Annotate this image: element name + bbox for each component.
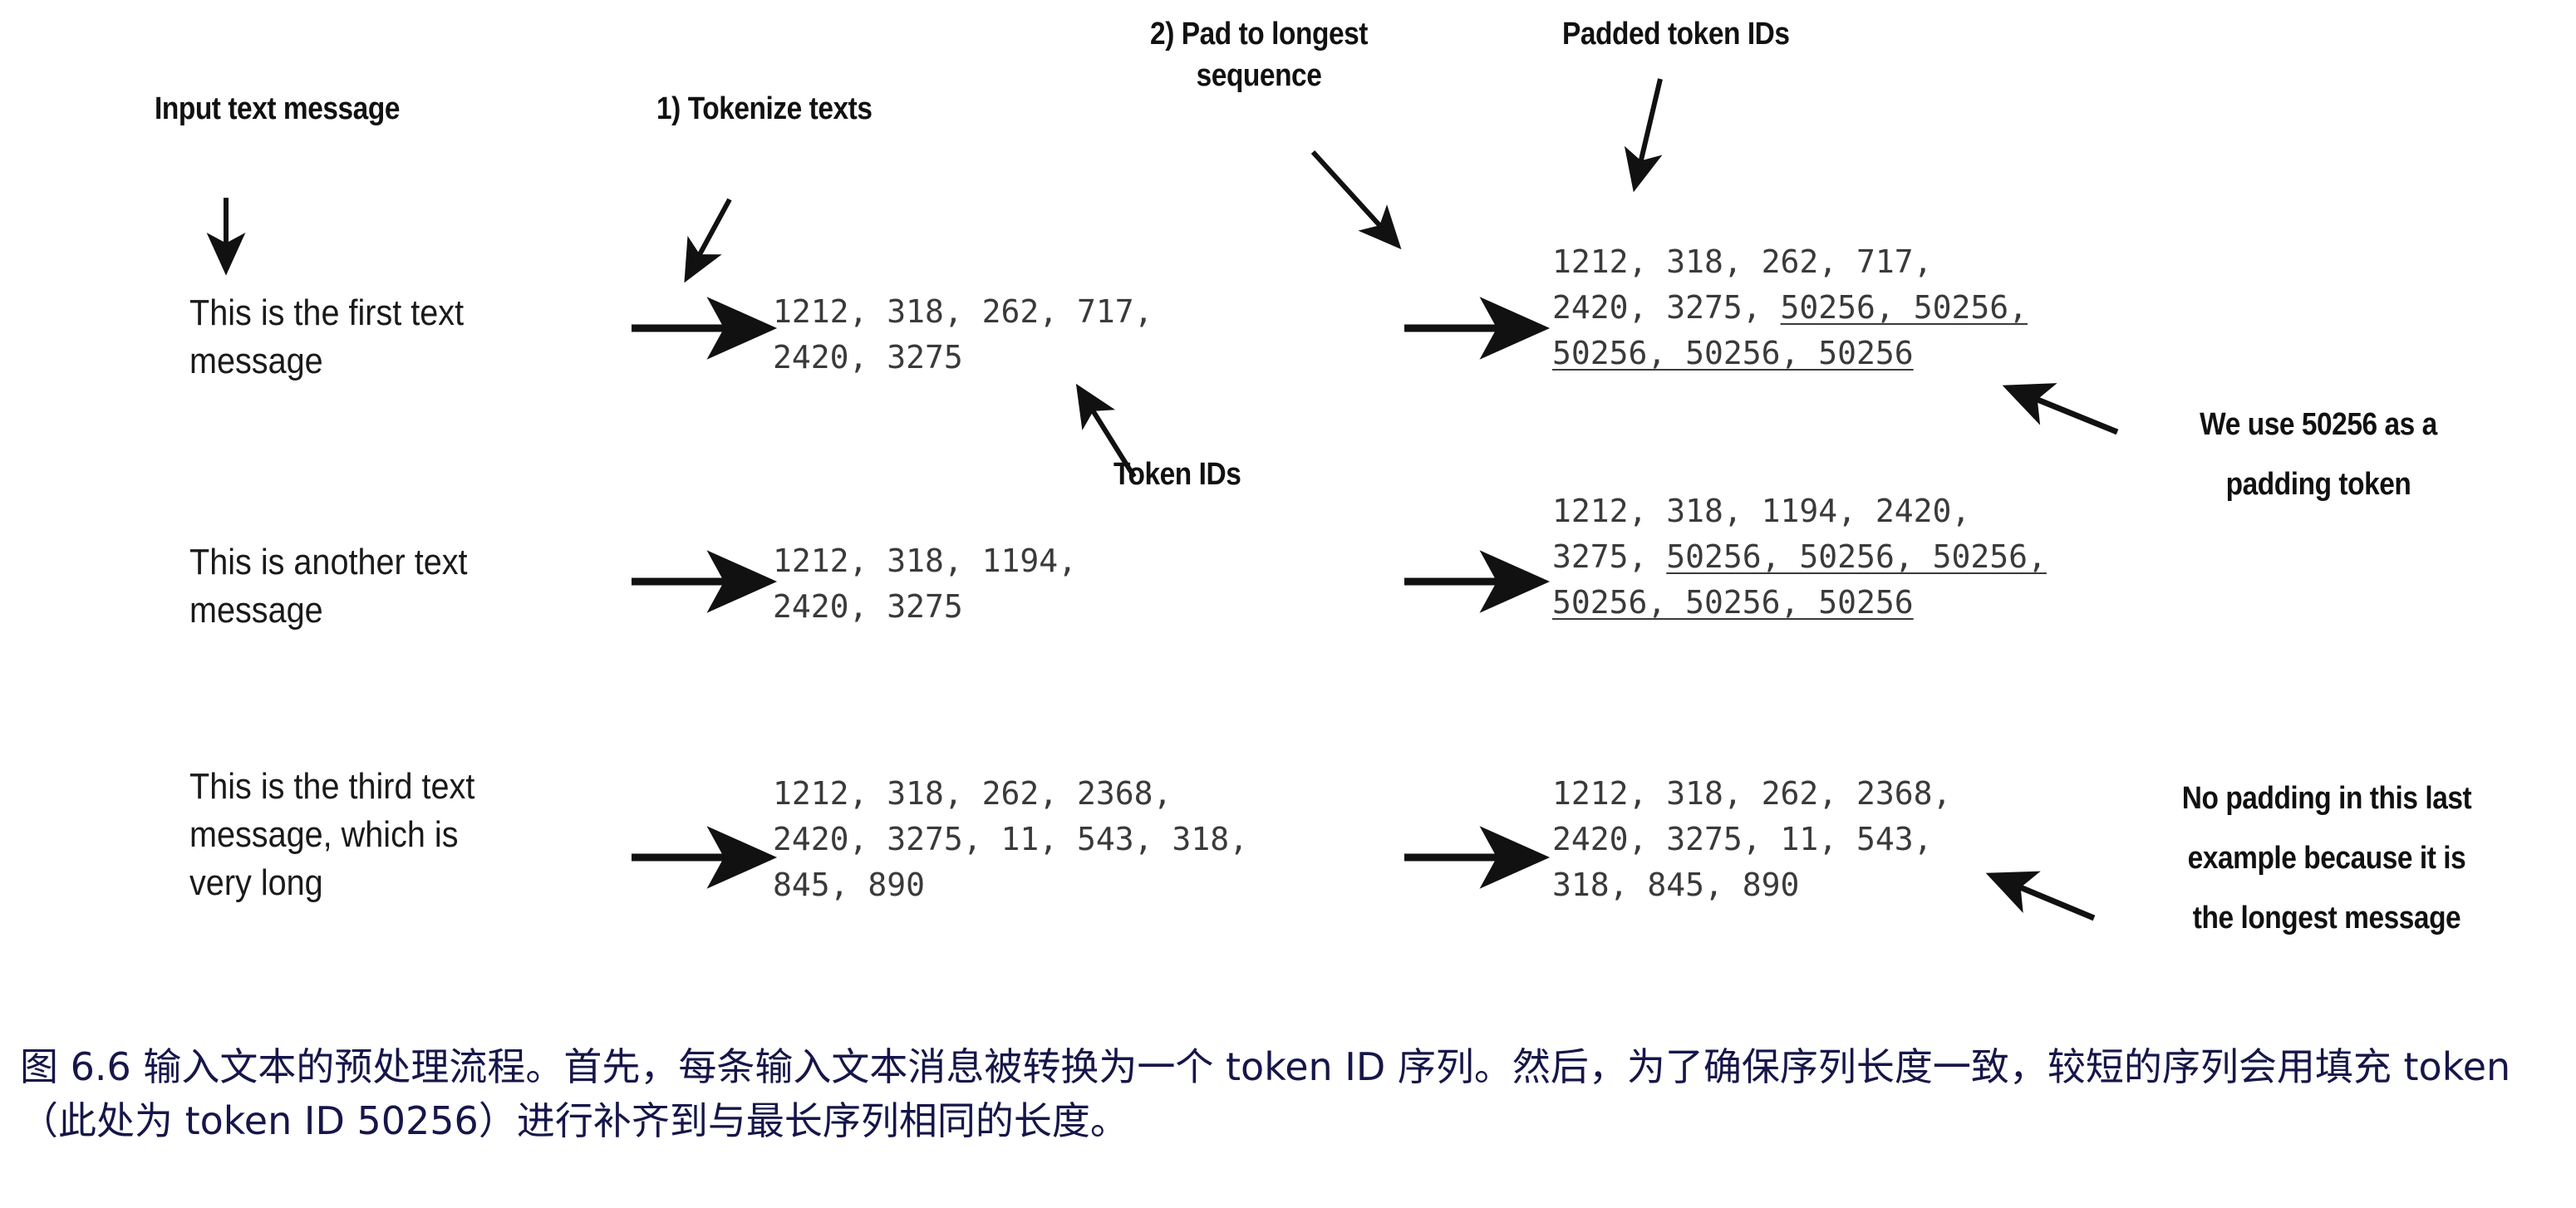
label-padded-token-ids: Padded token IDs <box>1562 17 1790 52</box>
padded-token-ids-3: 1212, 318, 262, 2368, 2420, 3275, 11, 54… <box>1552 771 1951 908</box>
padded-3-line3: 318, 845, 890 <box>1552 867 1800 904</box>
label-input-text-message: Input text message <box>155 91 400 126</box>
padded-2-line1: 1212, 318, 1194, 2420, <box>1552 493 1971 529</box>
input-message-2: This is another text message <box>189 542 468 631</box>
padded-token-ids-1: 1212, 318, 262, 717, 2420, 3275, 50256, … <box>1552 239 2028 376</box>
token-ids-3: 1212, 318, 262, 2368, 2420, 3275, 11, 54… <box>773 775 1248 904</box>
padded-3-line1: 1212, 318, 262, 2368, <box>1552 775 1952 812</box>
note-padding-token-line1: We use 50256 as a <box>2200 407 2437 442</box>
note-no-padding-line3: the longest message <box>2192 901 2461 935</box>
input-message-3: This is the third text message, which is… <box>189 766 475 904</box>
padded-2-line2-pad: 50256, 50256, 50256, <box>1666 538 2047 576</box>
note-padding-token-line2: padding token <box>2225 467 2411 502</box>
input-message-1: This is the first text message <box>189 292 465 382</box>
padded-2-line2-plain: 3275, <box>1552 538 1667 576</box>
arrow-tokenize-texts <box>684 198 732 283</box>
label-token-ids: Token IDs <box>1113 457 1241 492</box>
label-tokenize-texts: 1) Tokenize texts <box>656 91 873 126</box>
padded-2-line3-pad: 50256, 50256, 50256 <box>1552 584 1914 621</box>
padded-1-line1: 1212, 318, 262, 717, <box>1552 243 1933 280</box>
token-ids-1: 1212, 318, 262, 717, 2420, 3275 <box>773 293 1153 376</box>
note-no-padding-line2: example because it is <box>2187 841 2466 876</box>
padded-1-line3-pad: 50256, 50256, 50256 <box>1552 335 1914 372</box>
padded-token-ids-2: 1212, 318, 1194, 2420, 3275, 50256, 5025… <box>1552 489 2047 626</box>
arrow-pad-to-longest <box>1310 150 1402 250</box>
label-pad-to-longest-line1: 2) Pad to longest <box>1150 17 1368 52</box>
arrow-padding-token-note <box>2002 383 2119 435</box>
token-ids-2: 1212, 318, 1194, 2420, 3275 <box>773 543 1078 626</box>
padded-1-line2-pad: 50256, 50256, <box>1780 289 2028 327</box>
arrow-padded-token-ids <box>1624 78 1663 193</box>
padded-3-line2: 2420, 3275, 11, 543, <box>1552 821 1933 858</box>
arrow-no-padding-note <box>1985 871 2096 921</box>
note-no-padding-line1: No padding in this last <box>2181 781 2472 816</box>
padded-1-line2-plain: 2420, 3275, <box>1552 289 1781 327</box>
figure-caption: 图 6.6 输入文本的预处理流程。首先，每条输入文本消息被转换为一个 token… <box>20 1044 2511 1144</box>
label-pad-to-longest-line2: sequence <box>1196 58 1322 93</box>
